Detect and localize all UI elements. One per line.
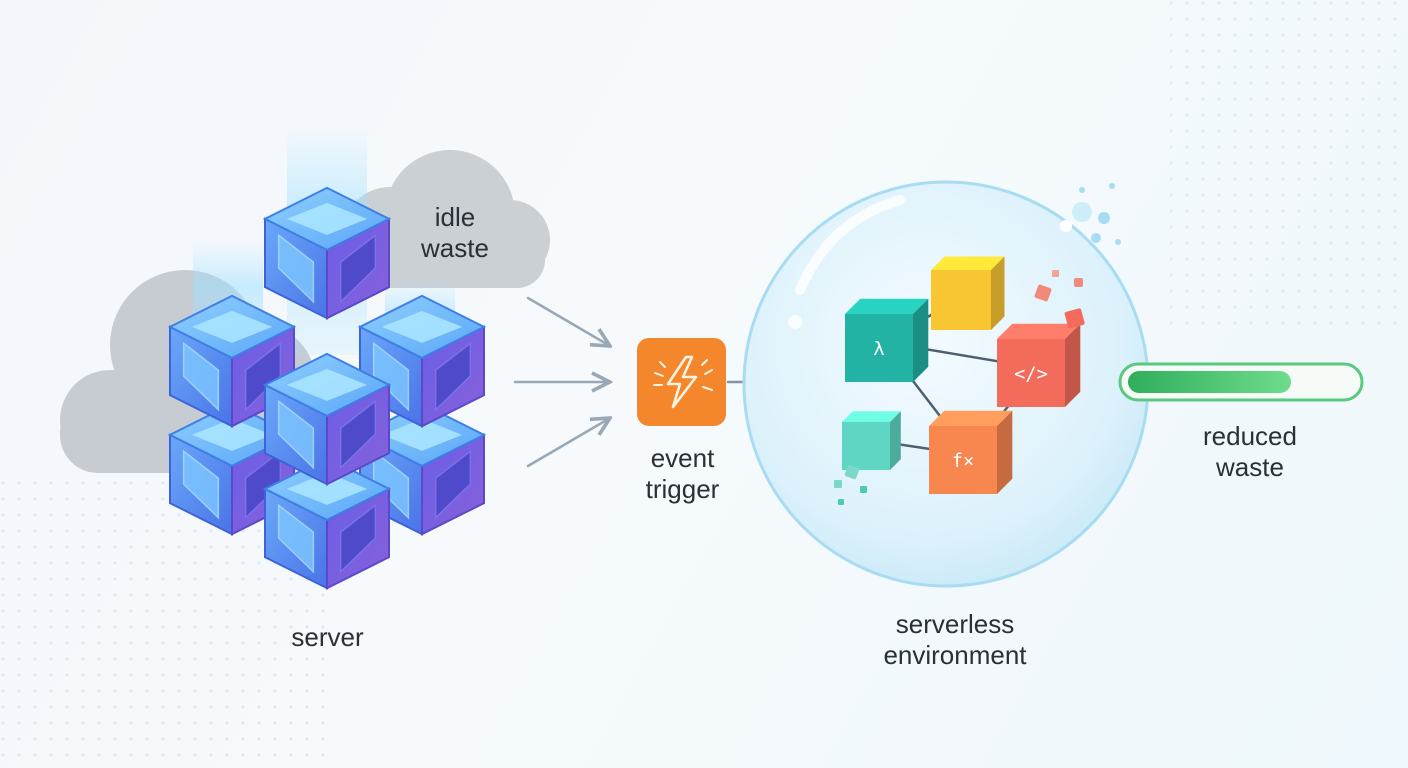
serverless-environment-line-1: serverless bbox=[895, 609, 1015, 639]
reduced-waste-label: reduced waste bbox=[1170, 421, 1330, 483]
fragments bbox=[834, 270, 1085, 505]
serverless-environment-line-2: environment bbox=[883, 640, 1027, 670]
teal-small-cube bbox=[842, 411, 901, 470]
waste-meter-fill bbox=[1128, 371, 1291, 393]
waste-meter bbox=[1118, 362, 1364, 402]
reduced-waste-line-1: reduced bbox=[1203, 421, 1297, 451]
arrow-in-top bbox=[526, 296, 610, 346]
code-function-icon: </> bbox=[1014, 364, 1048, 385]
server-cube bbox=[357, 294, 487, 428]
event-trigger-line-1: event bbox=[650, 443, 715, 473]
server-cube bbox=[262, 186, 392, 320]
function-cubes: λ </> f× bbox=[842, 256, 1081, 494]
code-function-cube: </> bbox=[997, 323, 1081, 407]
dot-pattern-right bbox=[1170, 0, 1408, 330]
server-cube bbox=[262, 352, 392, 486]
reduced-waste-line-2: waste bbox=[1216, 452, 1284, 482]
fx-function-cube: f× bbox=[929, 410, 1013, 494]
idle-waste-line-2: waste bbox=[421, 233, 489, 263]
idle-waste-label: idle waste bbox=[400, 202, 510, 264]
serverless-environment-label: serverless environment bbox=[845, 609, 1065, 671]
event-trigger-label: event trigger bbox=[615, 443, 750, 505]
server-cube bbox=[262, 456, 392, 590]
lightning-bolt-icon bbox=[653, 355, 713, 409]
fx-function-icon: f× bbox=[952, 451, 975, 472]
event-trigger-box bbox=[637, 338, 726, 426]
arrow-in-bottom bbox=[526, 418, 610, 468]
lambda-function-cube: λ bbox=[845, 298, 929, 382]
serverless-bubble bbox=[742, 180, 1150, 588]
lambda-function-icon: λ bbox=[873, 339, 884, 360]
idle-waste-line-1: idle bbox=[434, 202, 476, 232]
yellow-function-cube bbox=[931, 256, 1005, 330]
cloud-back bbox=[342, 150, 550, 288]
server-cube bbox=[167, 294, 297, 428]
server-label: server bbox=[291, 622, 364, 652]
event-trigger-line-2: trigger bbox=[645, 474, 720, 504]
server-cube-stack bbox=[167, 186, 487, 590]
